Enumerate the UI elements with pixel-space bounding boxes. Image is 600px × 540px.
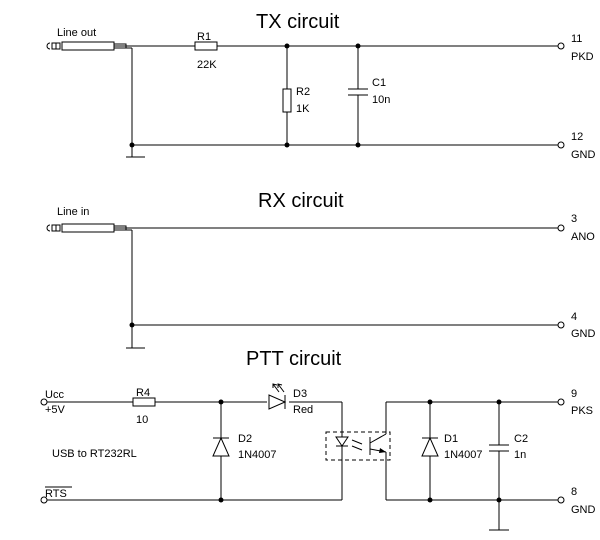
tx-circuit-title: TX circuit — [256, 11, 340, 33]
r1-ref: R1 — [197, 31, 211, 43]
r4-ref: R4 — [136, 387, 150, 399]
plus5v-label: +5V — [45, 404, 66, 416]
pin-4-number: 4 — [571, 311, 577, 323]
line-out-label: Line out — [57, 27, 96, 39]
c1-ref: C1 — [372, 77, 386, 89]
junction-dot — [129, 322, 135, 328]
c1-value: 10n — [372, 94, 390, 106]
diode-d2-icon — [212, 436, 230, 457]
resistor-r4 — [132, 397, 156, 407]
junction-dot — [355, 142, 361, 148]
pin-8-terminal — [557, 496, 565, 504]
ptt-wires — [47, 401, 558, 531]
pin-9-name: PKS — [571, 405, 593, 417]
line-out-jack — [46, 41, 127, 51]
resistor-r2 — [282, 88, 292, 113]
pin-3-name: ANO — [571, 231, 595, 243]
pin-12-terminal — [557, 141, 565, 149]
usb-adapter-label: USB to RT232RL — [52, 448, 137, 460]
r4-value: 10 — [136, 414, 148, 426]
d2-ref: D2 — [238, 433, 252, 445]
line-in-label: Line in — [57, 206, 89, 218]
junction-dot — [284, 43, 290, 49]
junction-dot — [129, 142, 135, 148]
resistor-r1 — [194, 41, 218, 51]
ucc-label: Ucc — [45, 389, 64, 401]
pin-9-terminal — [557, 398, 565, 406]
junction-dot — [496, 399, 502, 405]
d1-value: 1N4007 — [444, 449, 483, 461]
pin-12-name: GND — [571, 149, 596, 161]
d1-ref: D1 — [444, 433, 458, 445]
junction-dot — [355, 43, 361, 49]
junction-dot — [284, 142, 290, 148]
d3-ref: D3 — [293, 388, 307, 400]
tx-wires — [126, 45, 558, 158]
r2-ref: R2 — [296, 86, 310, 98]
ptt-circuit-title: PTT circuit — [246, 348, 342, 370]
junction-dot — [427, 497, 433, 503]
pin-4-terminal — [557, 321, 565, 329]
line-in-jack — [46, 223, 127, 233]
c2-ref: C2 — [514, 433, 528, 445]
pin-4-name: GND — [571, 328, 596, 340]
junction-dot — [427, 399, 433, 405]
pin-8-number: 8 — [571, 486, 577, 498]
pin-3-number: 3 — [571, 213, 577, 225]
rx-wires — [126, 227, 558, 349]
r2-value: 1K — [296, 103, 310, 115]
optocoupler-icon — [325, 431, 391, 461]
pin-11-number: 11 — [571, 33, 582, 45]
c2-value: 1n — [514, 449, 526, 461]
r1-value: 22K — [197, 59, 217, 71]
pin-11-terminal — [557, 42, 565, 50]
pin-8-name: GND — [571, 504, 596, 516]
pin-9-number: 9 — [571, 388, 577, 400]
junction-dot — [218, 399, 224, 405]
rx-circuit-title: RX circuit — [258, 190, 344, 212]
capacitor-c1 — [348, 88, 368, 96]
rts-label: RTS — [45, 488, 67, 500]
pin-12-number: 12 — [571, 131, 583, 143]
junction-dot — [496, 497, 502, 503]
rts-terminal — [40, 496, 48, 504]
junction-dot — [218, 497, 224, 503]
diode-d1-icon — [421, 436, 439, 457]
d2-value: 1N4007 — [238, 449, 277, 461]
ucc-terminal — [40, 398, 48, 406]
led-d3-icon — [268, 383, 287, 410]
capacitor-c2 — [489, 444, 509, 452]
pin-3-terminal — [557, 224, 565, 232]
d3-value: Red — [293, 404, 313, 416]
pin-11-name: PKD — [571, 51, 594, 63]
